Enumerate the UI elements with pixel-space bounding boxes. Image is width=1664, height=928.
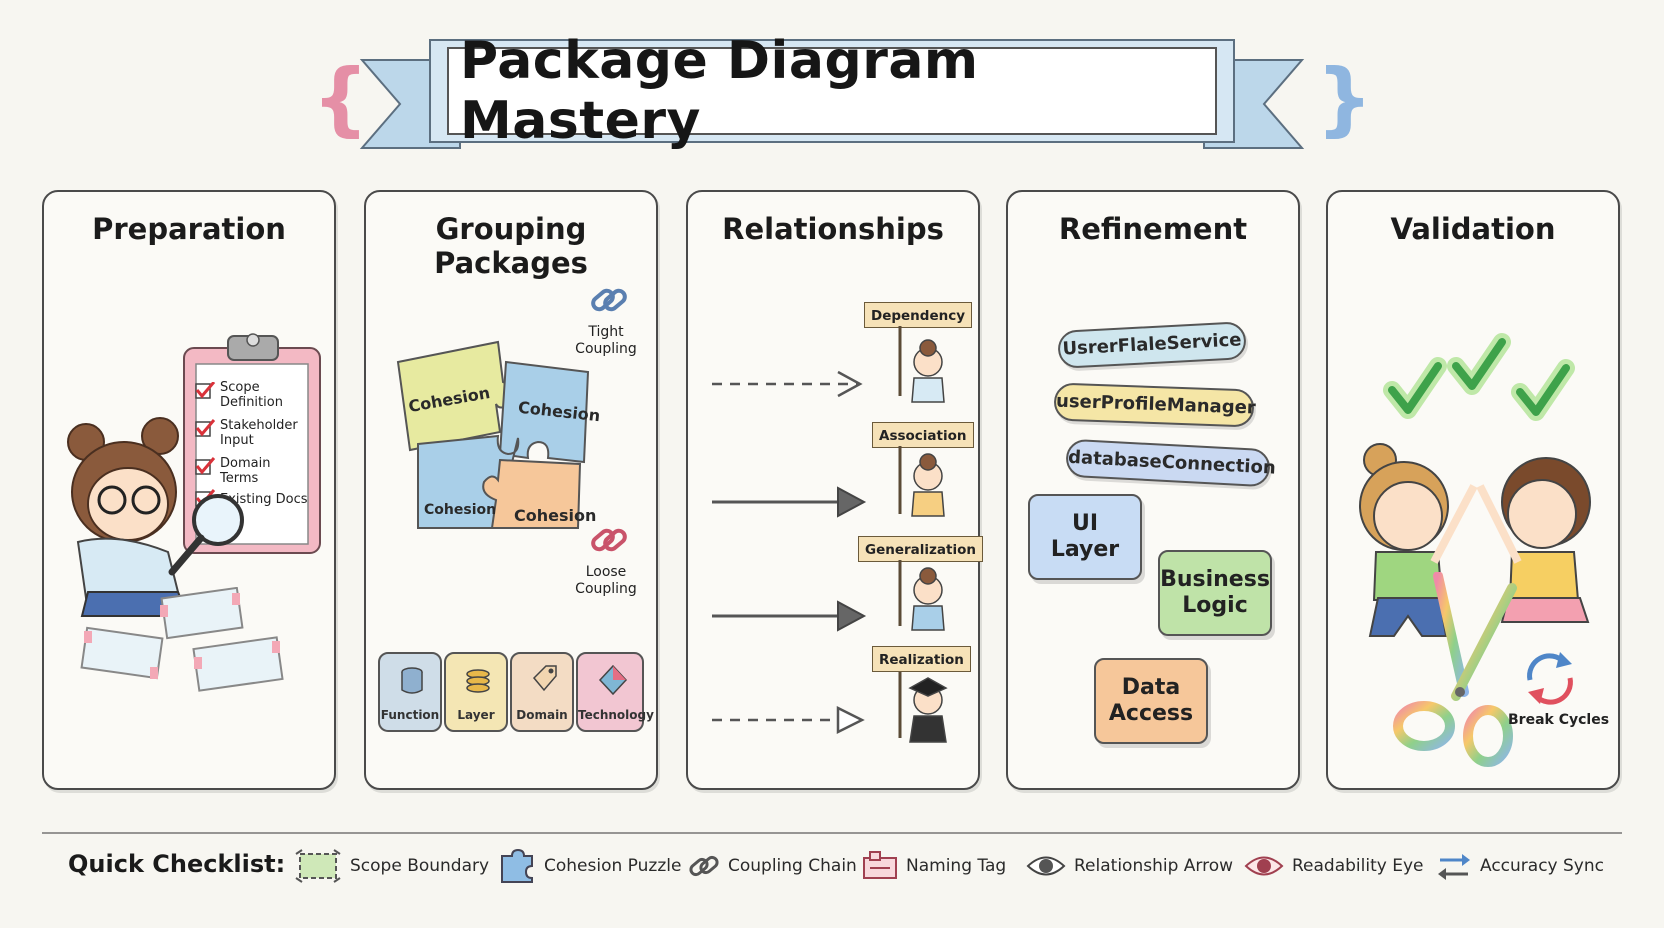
checklist-divider bbox=[42, 832, 1622, 834]
panel-title: Relationships bbox=[722, 212, 944, 246]
relation-sign-realization: Realization bbox=[872, 646, 971, 672]
panel-title: Preparation bbox=[92, 212, 286, 246]
puzzle-piece-label: Cohesion bbox=[514, 506, 597, 525]
category-function: Function bbox=[378, 652, 442, 732]
checklist-item-label: Scope Boundary bbox=[350, 856, 490, 876]
package-blocks-illustration bbox=[80, 587, 284, 692]
checklist-item-relationship-arrow: Relationship Arrow bbox=[1026, 848, 1233, 884]
category-label: Technology bbox=[578, 708, 654, 722]
clipboard-item: Domain Terms bbox=[220, 456, 271, 486]
diamond-icon bbox=[598, 664, 628, 696]
right-brace: } bbox=[1316, 52, 1373, 145]
clipboard-item: Stakeholder Input bbox=[220, 418, 298, 448]
chain-icon bbox=[591, 528, 627, 552]
eye-icon bbox=[1026, 856, 1066, 876]
panel-grouping-packages: Grouping Packages Cohesion Cohesion Cohe… bbox=[364, 190, 658, 790]
high-five-children bbox=[1359, 443, 1591, 637]
chain-icon bbox=[689, 855, 719, 877]
scope-boundary-icon bbox=[295, 849, 341, 883]
checklist-item-coupling-chain: Coupling Chain bbox=[688, 848, 857, 884]
relation-sign-association: Association bbox=[872, 422, 974, 448]
tag-icon bbox=[532, 665, 557, 692]
database-icon bbox=[401, 667, 423, 694]
relation-sign-dependency: Dependency bbox=[864, 302, 973, 328]
category-technology: Technology bbox=[576, 652, 654, 732]
tight-coupling-label: Tight Coupling bbox=[575, 324, 637, 357]
scissors-icon bbox=[1393, 572, 1517, 767]
break-cycles-label: Break Cycles bbox=[1508, 712, 1610, 728]
checklist-item-label: Coupling Chain bbox=[728, 856, 857, 876]
checklist-item-accuracy-sync: Accuracy Sync bbox=[1436, 848, 1604, 884]
panel-title: Validation bbox=[1390, 212, 1556, 246]
panel-preparation: Preparation Scope Definition Stakeholder… bbox=[42, 190, 336, 790]
puzzle-icon bbox=[501, 848, 533, 883]
checklist-item-label: Readability Eye bbox=[1292, 856, 1424, 876]
category-layer: Layer bbox=[444, 652, 508, 732]
page-title: Package Diagram Mastery bbox=[460, 31, 979, 151]
panel-relationships: Relationships Dependency Association Gen… bbox=[686, 190, 983, 790]
puzzle-piece-label: Cohesion bbox=[424, 502, 497, 518]
checklist-label: Quick Checklist: bbox=[68, 850, 286, 878]
checklist-item-cohesion-puzzle: Cohesion Puzzle bbox=[498, 848, 681, 884]
cohesion-puzzle-illustration bbox=[396, 340, 590, 529]
clipboard-item: Existing Docs bbox=[220, 492, 308, 507]
title-banner: Package Diagram Mastery bbox=[300, 30, 1364, 160]
loose-coupling-label: Loose Coupling bbox=[575, 564, 637, 597]
checklist-item-label: Relationship Arrow bbox=[1074, 856, 1234, 876]
category-domain: Domain bbox=[510, 652, 574, 732]
checklist-item-label: Cohesion Puzzle bbox=[544, 856, 682, 876]
category-label: Function bbox=[380, 708, 440, 722]
relation-sign-generalization: Generalization bbox=[858, 536, 983, 562]
checklist-item-naming-tag: Naming Tag bbox=[862, 848, 1006, 884]
checklist-item-label: Naming Tag bbox=[906, 856, 1007, 876]
panel-refinement: Refinement UsrerFlaleService userProfile… bbox=[1006, 190, 1300, 790]
check-marks bbox=[1383, 333, 1575, 421]
checklist-item-label: Accuracy Sync bbox=[1480, 856, 1604, 876]
relationship-arrows bbox=[712, 370, 867, 735]
ribbon-graphic bbox=[359, 39, 1305, 149]
clipboard-item: Scope Definition bbox=[220, 380, 283, 410]
sync-cycle-icon bbox=[1527, 652, 1573, 705]
layer-business-logic: Business Logic bbox=[1158, 550, 1272, 636]
refined-name-pill: userProfileManager bbox=[1053, 382, 1256, 428]
sign-holder-children bbox=[898, 326, 948, 743]
chain-icon bbox=[591, 288, 627, 312]
refined-name-pill: databaseConnection bbox=[1065, 438, 1276, 488]
refined-name-pill: UsrerFlaleService bbox=[1057, 321, 1247, 369]
tag-icon bbox=[863, 851, 897, 879]
checklist-item-scope-boundary: Scope Boundary bbox=[294, 848, 489, 884]
checklist-item-readability-eye: Readability Eye bbox=[1244, 848, 1423, 884]
sync-icon bbox=[1438, 854, 1470, 880]
panel-validation: Validation bbox=[1326, 190, 1620, 790]
category-label: Layer bbox=[457, 708, 495, 722]
eye-icon bbox=[1244, 856, 1284, 876]
panel-title: Grouping Packages bbox=[434, 212, 588, 280]
layer-ui: UI Layer bbox=[1028, 494, 1142, 580]
category-label: Domain bbox=[516, 708, 568, 722]
layers-icon bbox=[466, 669, 490, 693]
left-brace: { bbox=[312, 52, 369, 145]
panel-title: Refinement bbox=[1058, 212, 1248, 246]
layer-data-access: Data Access bbox=[1094, 658, 1208, 744]
